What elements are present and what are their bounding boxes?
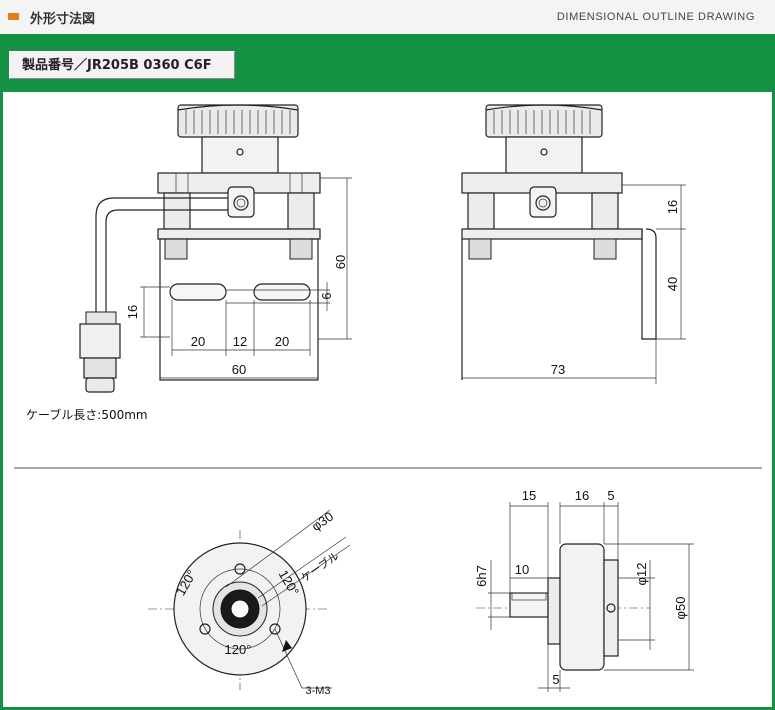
face-cable-label: ケーブル (298, 549, 342, 585)
header-marker (8, 13, 19, 20)
profile-body-b-label: 5 (607, 488, 614, 503)
section-title: 外形寸法図 (30, 12, 96, 27)
front-slot-w2-label: 20 (275, 334, 289, 349)
profile-outer-label: φ50 (673, 597, 688, 620)
section-subtitle: DIMENSIONAL OUTLINE DRAWING (556, 11, 755, 23)
profile-shaft-fit-label: 6h7 (474, 565, 489, 587)
front-slot-gap-label: 6 (319, 292, 334, 299)
side-width-label: 73 (551, 362, 565, 377)
front-slot-w1-label: 20 (191, 334, 205, 349)
front-view: 60 16 6 20 12 20 60 (79, 104, 352, 393)
face-screw-label: 3-M3 (305, 685, 330, 697)
face-view: φ30 120° 120° 120° ケーブル 3-M3 (148, 509, 351, 697)
profile-boss-label: φ12 (634, 563, 649, 586)
cable-length-note: ケーブル長さ:500mm (26, 407, 148, 422)
profile-flat-label: 10 (515, 562, 529, 577)
front-slot-mid-label: 12 (233, 334, 247, 349)
profile-shaft-length-label: 15 (522, 488, 536, 503)
model-number-label: 製品番号／JR205B 0360 C6F (9, 51, 235, 79)
side-view: 16 40 73 (461, 104, 686, 384)
face-angle-c-label: 120° (225, 642, 252, 657)
front-slot-height-label: 16 (125, 305, 140, 319)
face-pcd-label: φ30 (309, 509, 336, 534)
profile-body-a-label: 16 (575, 488, 589, 503)
front-width-label: 60 (232, 362, 246, 377)
side-upper-label: 16 (665, 200, 680, 214)
profile-flange-label: 5 (552, 672, 559, 687)
front-height-label: 60 (333, 255, 348, 269)
profile-view: 15 16 5 10 6h7 φ12 φ50 5 (474, 488, 694, 692)
side-lower-label: 40 (665, 277, 680, 291)
